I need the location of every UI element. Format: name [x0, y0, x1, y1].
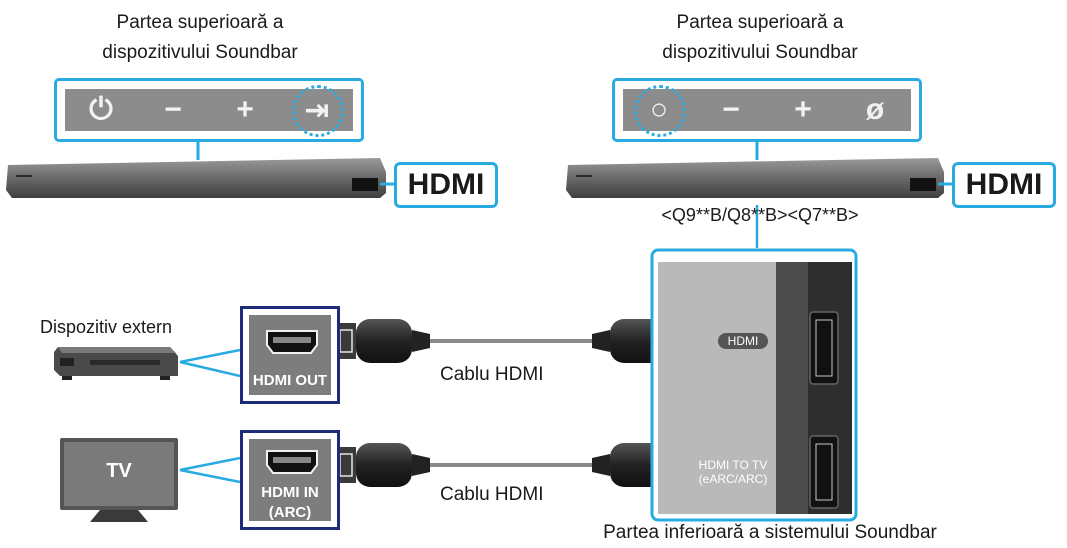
right-top-title: Partea superioară a dispozitivului Sound… — [620, 8, 900, 68]
right-control-panel: ○ − + ø — [612, 78, 922, 142]
left-soundbar — [6, 140, 394, 198]
minus-icon[interactable]: − — [722, 93, 740, 126]
circle-icon[interactable]: ○ — [634, 85, 686, 137]
plus-icon[interactable]: + — [236, 93, 254, 126]
right-soundbar — [566, 140, 952, 198]
soundbar-bottom-panel — [650, 205, 858, 522]
bottom-hdmi-cable — [336, 443, 686, 487]
input-icon[interactable]: ⇥ — [292, 85, 344, 137]
panel-hdmi-tv-line1: HDMI TO TV — [698, 458, 768, 472]
left-top-title-line2: dispozitivului Soundbar — [102, 42, 298, 63]
top-cable-label: Cablu HDMI — [440, 364, 544, 385]
hdmi-in-port: HDMI IN (ARC) — [249, 439, 331, 521]
tv-drawing — [60, 438, 241, 522]
left-control-panel: ⏻ − + ⇥ — [54, 78, 364, 142]
bottom-cable-label: Cablu HDMI — [440, 484, 544, 505]
left-top-title-line1: Partea superioară a — [116, 12, 284, 33]
right-control-buttons: ○ − + ø — [623, 85, 911, 137]
right-top-title-line1: Partea superioară a — [676, 12, 844, 33]
top-hdmi-cable — [336, 319, 686, 363]
tv-label: TV — [106, 460, 132, 482]
panel-hdmi-tv-label: HDMI TO TV (eARC/ARC) — [690, 458, 776, 486]
plus-icon[interactable]: + — [794, 93, 812, 126]
hdmi-out-port: HDMI OUT — [249, 315, 331, 395]
hdmi-out-port-box: HDMI OUT — [240, 306, 340, 404]
hdmi-out-label: HDMI OUT — [252, 372, 328, 389]
hdmi-in-port-box: HDMI IN (ARC) — [240, 430, 340, 530]
external-device-drawing — [54, 347, 241, 380]
mic-off-icon[interactable]: ø — [865, 93, 885, 126]
hdmi-port-icon — [266, 330, 318, 354]
left-top-title: Partea superioară a dispozitivului Sound… — [60, 8, 340, 68]
panel-hdmi-tv-line2: (eARC/ARC) — [698, 472, 768, 486]
right-hdmi-label: HDMI — [952, 162, 1056, 208]
hdmi-port-icon — [266, 450, 318, 474]
minus-icon[interactable]: − — [164, 93, 182, 126]
bottom-panel-caption: Partea inferioară a sistemului Soundbar — [603, 522, 937, 543]
panel-hdmi-port-label: HDMI — [727, 334, 759, 348]
model-note: <Q9**B/Q8**B><Q7**B> — [661, 205, 859, 225]
right-top-title-line2: dispozitivului Soundbar — [662, 42, 858, 63]
hdmi-in-label-line1: HDMI IN — [261, 484, 319, 501]
left-control-buttons: ⏻ − + ⇥ — [65, 85, 353, 137]
hdmi-in-label-line2: (ARC) — [268, 504, 312, 521]
left-hdmi-label: HDMI — [394, 162, 498, 208]
external-device-label: Dispozitiv extern — [40, 317, 173, 337]
power-icon[interactable]: ⏻ — [89, 93, 113, 126]
